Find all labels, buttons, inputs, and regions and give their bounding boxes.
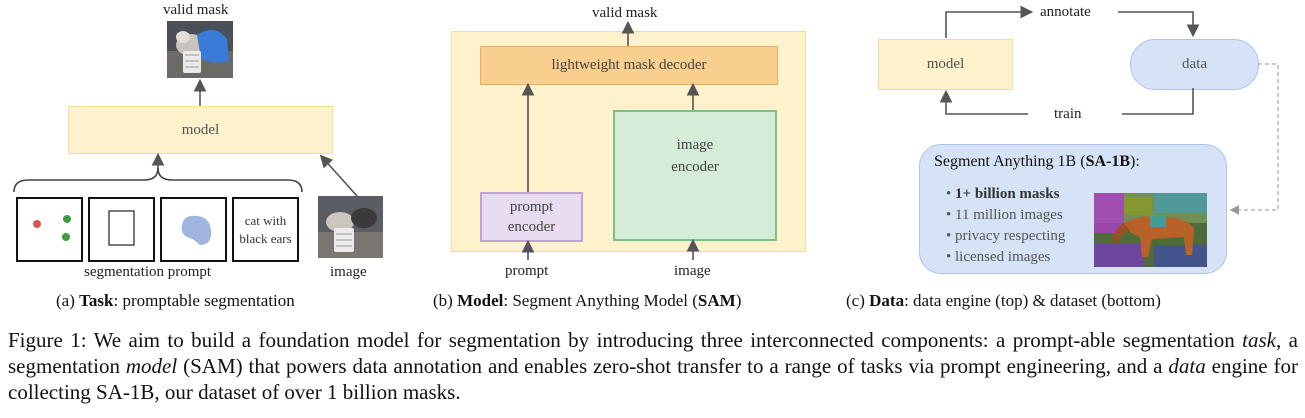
panel-c-caption-rest: : data engine (top) & dataset (bottom) [904, 291, 1161, 310]
panel-b-image-label: image [674, 263, 711, 279]
panel-a-caption-bold: Task [79, 291, 114, 310]
panel-b-caption-end: ) [735, 291, 742, 310]
figure-caption-part: (SAM) that powers data annotation and en… [177, 354, 1169, 378]
bullet-icon: • [946, 207, 952, 223]
panel-b-caption-letter: (b) [433, 291, 458, 310]
panel-a-caption: (a) Task: promptable segmentation [56, 291, 295, 311]
segmentation-prompt-label: segmentation prompt [84, 264, 212, 280]
prompt-mask-blob-icon [181, 215, 212, 245]
sa1b-horse-image [1094, 193, 1207, 267]
train-label: train [1054, 106, 1082, 122]
panel-a-model-label: model [181, 121, 220, 138]
figure-caption: Figure 1: We aim to build a foundation m… [8, 327, 1298, 405]
panel-b-caption: (b) Model: Segment Anything Model (SAM) [433, 291, 741, 311]
panel-c-model-label: model [926, 56, 965, 72]
prompt-bbox-icon [108, 210, 135, 246]
panel-a-model-box: model [68, 106, 333, 154]
panel-a-caption-letter: (a) [56, 291, 80, 310]
cat-photo-icon [318, 196, 383, 258]
prompt-encoder-label: prompt encoder [507, 199, 556, 235]
panel-a-valid-mask-label: valid mask [163, 2, 229, 18]
annotate-label: annotate [1040, 4, 1091, 20]
bullet-icon: • [946, 228, 952, 244]
figure-caption-part: engine for collecting SA-1B, our dataset… [8, 354, 1299, 404]
sa1b-item-text: 1+ billion masks [955, 186, 1060, 202]
sa1b-item: • 1+ billion masks [946, 184, 1065, 205]
image-encoder-label: image encoder [671, 136, 719, 175]
panel-b-caption-bold: Model [457, 291, 504, 310]
sa1b-item: • 11 million images [946, 205, 1065, 226]
panel-a-connectors [13, 78, 358, 197]
cat-mask-picture-icon [167, 21, 233, 78]
panel-b-caption-mid: : Segment Anything Model ( [503, 291, 698, 310]
sa1b-title-pre: Segment Anything 1B ( [934, 153, 1086, 170]
figure-caption-data: data [1168, 354, 1206, 378]
panel-c-loop-arrows [939, 5, 1279, 215]
panel-b-valid-mask-label: valid mask [592, 5, 658, 21]
prompt-mask-box [160, 197, 227, 262]
figure-caption-part: , a segmentation [8, 328, 1298, 378]
sa1b-list: • 1+ billion masks • 11 million images •… [946, 184, 1065, 268]
panel-c-caption-bold: Data [869, 291, 905, 310]
prompt-points-icon [33, 215, 71, 241]
bullet-icon: • [946, 186, 952, 202]
panel-a-image-label: image [330, 264, 367, 280]
bullet-icon: • [946, 249, 952, 265]
panel-b-arrows [521, 20, 700, 260]
figure-caption-model: model [125, 354, 178, 378]
sa1b-title-post: ): [1130, 153, 1140, 170]
panel-a-input-image [318, 196, 383, 258]
prompt-text-box: cat with black ears [232, 197, 299, 262]
sa1b-item-text: 11 million images [955, 207, 1063, 223]
panel-a-caption-rest: : promptable segmentation [113, 291, 295, 310]
mask-decoder-label: lightweight mask decoder [551, 57, 707, 73]
figure-caption-part: Figure 1: We aim to build a foundation m… [8, 328, 1243, 352]
mask-decoder-box: lightweight mask decoder [480, 46, 778, 85]
panel-b-caption-bold2: SAM [697, 291, 736, 310]
prompt-box-box [88, 197, 155, 262]
panel-c-data-box: data [1130, 39, 1259, 90]
panel-c-caption: (c) Data: data engine (top) & dataset (b… [846, 291, 1161, 311]
sa1b-title: Segment Anything 1B (SA-1B): [934, 153, 1140, 171]
horse-segmentation-icon [1094, 193, 1207, 267]
sa1b-item-text: licensed images [955, 249, 1051, 265]
sa1b-title-bold: SA-1B [1085, 153, 1131, 170]
figure-caption-task: task [1242, 328, 1276, 352]
panel-c-caption-letter: (c) [846, 291, 870, 310]
sa1b-item: • licensed images [946, 247, 1065, 268]
panel-a-valid-mask-image [167, 21, 233, 78]
panel-b-prompt-label: prompt [505, 263, 549, 279]
sa1b-item-text: privacy respecting [955, 228, 1066, 244]
panel-c-model-box: model [878, 39, 1013, 90]
prompt-points-box [16, 197, 83, 262]
prompt-text-label: cat with black ears [239, 212, 292, 246]
sa1b-item: • privacy respecting [946, 226, 1065, 247]
panel-c-data-label: data [1182, 56, 1207, 72]
